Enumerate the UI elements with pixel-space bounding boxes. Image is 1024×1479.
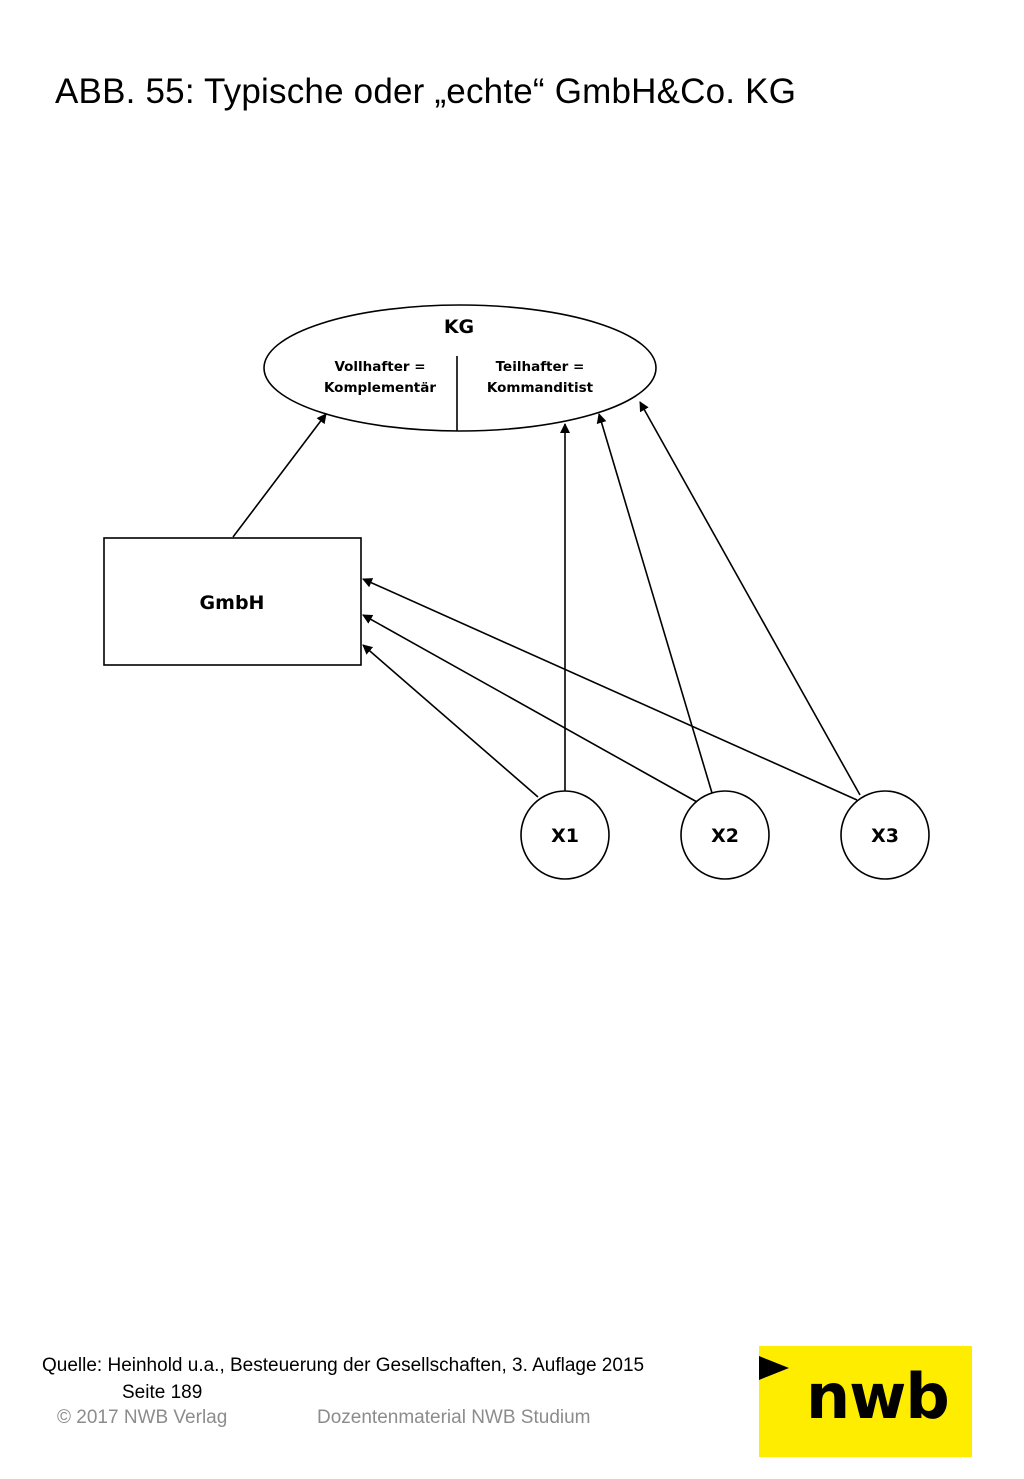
kg-left-line1: Vollhafter = [334,359,425,375]
partner-label-x3: X3 [871,825,899,847]
logo-text: nwb [806,1360,950,1433]
partner-node-x2: X2 [680,790,770,880]
gmbh-node: GmbH [103,537,362,666]
arrow-x2-to-kg [596,413,713,794]
arrow-gmbh-to-kg [232,413,327,538]
page-title: ABB. 55: Typische oder „echte“ GmbH&Co. … [55,72,797,111]
arrow-x3-to-gmbh [362,578,858,801]
partner-node-x3: X3 [840,790,930,880]
kg-right-line2: Kommanditist [487,380,594,396]
kg-ellipse [263,304,657,432]
footer-copyright: © 2017 NWB Verlag [57,1407,228,1428]
gmbh-box [103,537,362,666]
partner-circle-x3 [840,790,930,880]
logo-arrow-icon [759,1356,789,1380]
arrow-x3-to-kg [639,401,861,796]
partner-label-x1: X1 [551,825,579,847]
arrow-x2-to-gmbh [362,614,698,803]
source-citation: Quelle: Heinhold u.a., Besteuerung der G… [42,1352,644,1406]
arrow-x1-to-gmbh [362,644,539,798]
gmbh-label: GmbH [200,592,265,614]
kg-node: KG Vollhafter = Komplementär Teilhafter … [263,304,657,432]
kg-title: KG [444,316,474,338]
source-line1: Quelle: Heinhold u.a., Besteuerung der G… [42,1355,645,1376]
partner-circle-x2 [680,790,770,880]
footer-material: Dozentenmaterial NWB Studium [317,1407,591,1428]
partner-node-x1: X1 [520,790,610,880]
kg-left-line2: Komplementär [324,380,436,396]
source-line2: Seite 189 [122,1382,203,1403]
kg-right-line1: Teilhafter = [496,359,585,375]
partner-label-x2: X2 [711,825,739,847]
nwb-logo: nwb [759,1346,972,1457]
